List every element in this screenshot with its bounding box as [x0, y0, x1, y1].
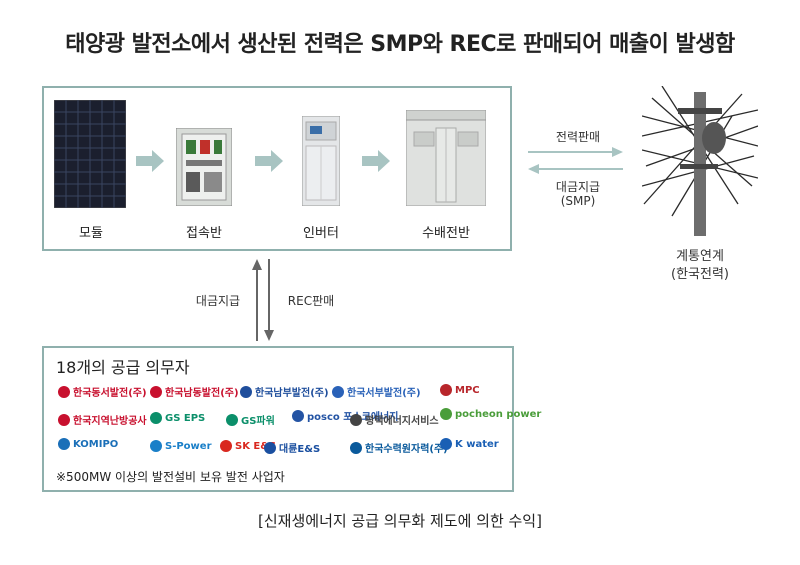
module-label: 모듈: [79, 226, 103, 241]
logo-mark-icon: [350, 413, 362, 426]
supplier-logo: 한국서부발전(주): [332, 384, 421, 399]
logo-mark-icon: [440, 408, 452, 420]
supplier-logo-name: 평택에너지서비스: [365, 416, 439, 427]
supplier-logo-name: S-Power: [165, 440, 212, 452]
supplier-logo: 한국남부발전(주): [240, 384, 329, 399]
logo-mark-icon: [440, 438, 452, 450]
logo-mark-icon: [58, 413, 70, 426]
suppliers-title: 18개의 공급 의무자: [56, 358, 190, 377]
supplier-logo-name: 한국수력원자력(주): [365, 444, 448, 455]
logo-mark-icon: [150, 385, 162, 398]
switchboard-icon: [406, 110, 486, 206]
flow-arrow-icon: [136, 150, 164, 172]
switchboard-label: 수배전반: [422, 226, 470, 241]
right-arrow-icon: [528, 147, 623, 157]
junction-box-label: 접속반: [186, 226, 222, 241]
payment-smp-sub-label: (SMP): [560, 194, 596, 208]
supplier-logo: SK E&S: [220, 440, 276, 452]
solar-module-icon: [54, 100, 126, 208]
system-box: 모듈 접속반 인버터 수배전반: [42, 86, 512, 251]
supplier-logo-name: 한국동서발전(주): [73, 388, 147, 399]
supplier-logo-name: SK E&S: [235, 440, 277, 452]
supplier-logo: 한국지역난방공사: [58, 412, 147, 427]
supplier-logo: GS파워: [226, 412, 275, 427]
supplier-logo: 대륜E&S: [264, 440, 320, 455]
payment-rec-label: 대금지급: [195, 294, 241, 308]
supplier-logo: MPC: [440, 384, 480, 396]
utility-pole-icon: [642, 86, 758, 236]
down-arrow-icon: [264, 259, 274, 341]
supplier-logo-name: GS파워: [241, 416, 275, 427]
supplier-logo: GS EPS: [150, 412, 205, 424]
logo-mark-icon: [58, 385, 70, 398]
supplier-logo-name: GS EPS: [165, 412, 206, 424]
supplier-logo: 한국수력원자력(주): [350, 440, 448, 455]
grid-label: 계통연계: [676, 249, 724, 264]
logo-mark-icon: [150, 440, 162, 452]
supplier-logo-name: KOMIPO: [73, 438, 119, 450]
left-arrow-icon: [528, 164, 623, 174]
supplier-logo: 평택에너지서비스: [350, 412, 439, 427]
logo-mark-icon: [440, 384, 452, 396]
supplier-logo-name: 한국남동발전(주): [165, 388, 239, 399]
logo-mark-icon: [350, 441, 362, 454]
supplier-logo: KOMIPO: [58, 438, 118, 450]
supplier-logo-name: MPC: [455, 384, 480, 396]
page-title: 태양광 발전소에서 생산된 전력은 SMP와 REC로 판매되어 매출이 발생함: [65, 32, 735, 57]
payment-smp-label: 대금지급: [555, 180, 601, 194]
power-sale-label: 전력판매: [555, 130, 601, 144]
supplier-logo-name: 한국남부발전(주): [255, 388, 329, 399]
supplier-logo: S-Power: [150, 440, 212, 452]
supplier-logo: 한국남동발전(주): [150, 384, 239, 399]
suppliers-box: 18개의 공급 의무자 한국동서발전(주) 한국남동발전(주) 한국남부발전(주) 한…: [42, 346, 541, 492]
supplier-logo-name: 한국서부발전(주): [347, 388, 421, 399]
junction-box-icon: [176, 128, 232, 206]
supplier-logo-name: 대륜E&S: [279, 444, 321, 455]
inverter-label: 인버터: [303, 226, 339, 241]
logo-mark-icon: [240, 385, 252, 398]
rec-sale-label: REC판매: [287, 294, 335, 308]
caption: [신재생에너지 공급 의무화 제도에 의한 수익]: [258, 512, 542, 530]
supplier-logo: 한국동서발전(주): [58, 384, 147, 399]
supplier-logo-name: 한국지역난방공사: [73, 416, 147, 427]
logo-mark-icon: [220, 440, 232, 452]
logo-mark-icon: [58, 438, 70, 450]
suppliers-note: ※500MW 이상의 발전설비 보유 발전 사업자: [56, 470, 285, 484]
flow-arrow-icon: [362, 150, 390, 172]
logo-mark-icon: [226, 413, 238, 426]
supplier-logo-name: pocheon power: [455, 408, 542, 420]
logo-mark-icon: [150, 412, 162, 424]
supplier-logo: pocheon power: [440, 408, 541, 420]
supplier-logo: K water: [440, 438, 499, 450]
flow-arrow-icon: [255, 150, 283, 172]
logo-mark-icon: [332, 385, 344, 398]
inverter-icon: [302, 116, 340, 206]
logo-mark-icon: [264, 441, 276, 454]
logo-mark-icon: [292, 409, 304, 422]
supplier-logo-name: K water: [455, 438, 499, 450]
grid-sub-label: (한국전력): [671, 267, 729, 282]
up-arrow-icon: [252, 259, 262, 341]
